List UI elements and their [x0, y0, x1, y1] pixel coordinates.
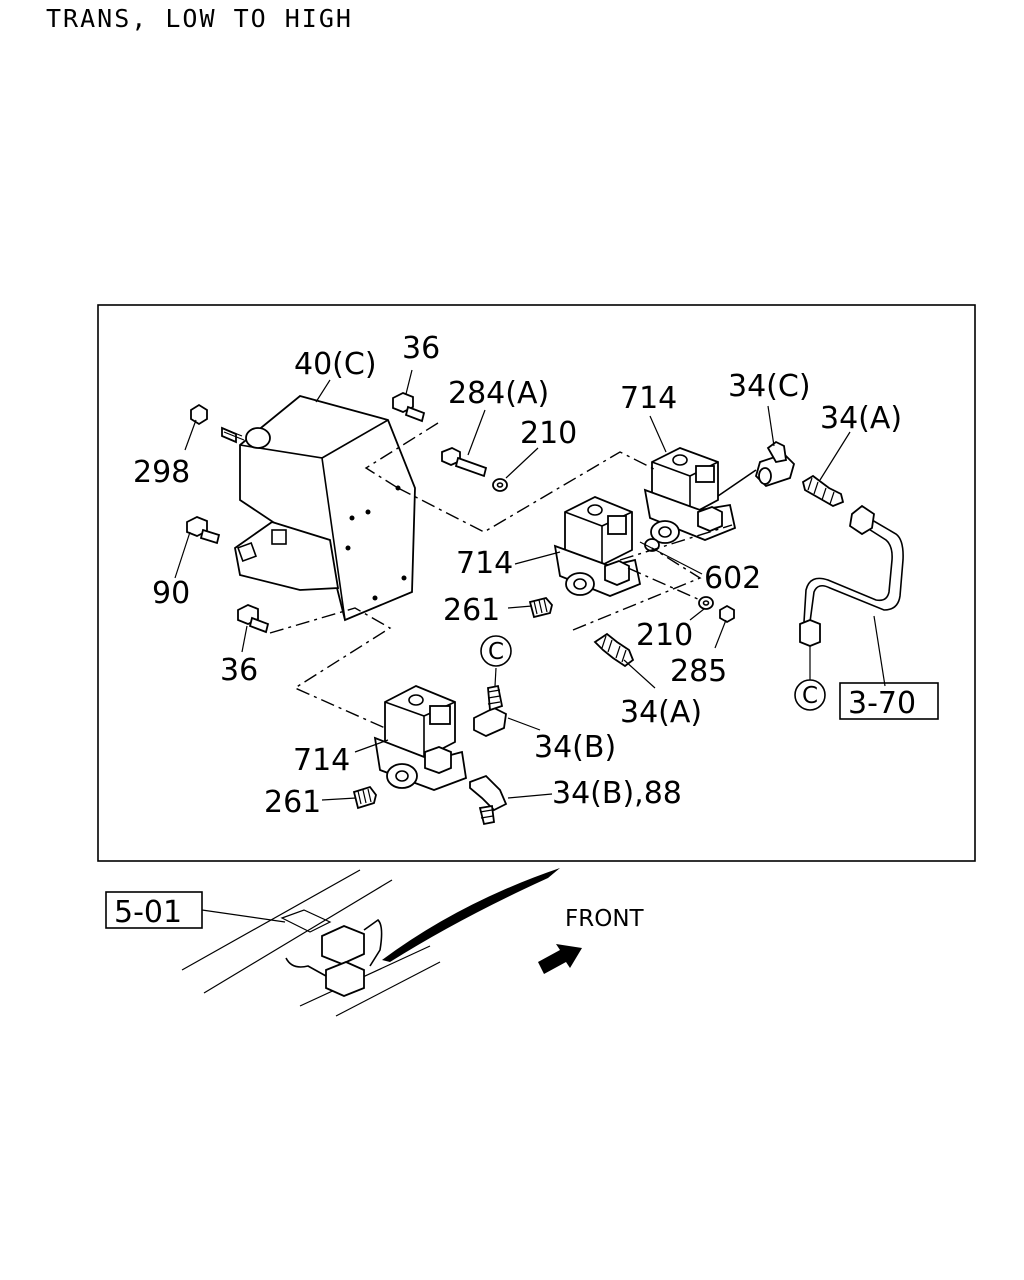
union-34a-mid [593, 632, 635, 668]
svg-text:C: C [488, 639, 504, 665]
circle-ref-c-top: C [480, 635, 512, 667]
callout-36-bottom: 36 [220, 653, 258, 688]
bolt-284a [441, 447, 488, 478]
callout-210-top: 210 [520, 416, 577, 451]
phantom-line-2 [619, 524, 733, 561]
callout-34a-mid: 34(A) [620, 695, 702, 730]
front-label: FRONT [565, 906, 645, 932]
callout-34b: 34(B) [534, 730, 616, 765]
callout-90: 90 [152, 576, 190, 611]
callout-261-mid: 261 [443, 593, 500, 628]
callout-261-bottom: 261 [264, 785, 321, 820]
front-arrow-icon [538, 944, 582, 974]
plug-261-bottom [352, 785, 377, 810]
callout-40c: 40(C) [294, 347, 377, 382]
svg-text:5-01: 5-01 [114, 895, 182, 930]
phantom-line-1 [364, 422, 657, 533]
pipe-3-70 [799, 504, 904, 647]
valve-714-mid [553, 496, 642, 597]
valve-714-top [643, 447, 737, 544]
callout-210-mid: 210 [636, 618, 693, 653]
callout-34b-88: 34(B),88 [552, 776, 682, 811]
bracket-40c [234, 395, 416, 622]
callout-285: 285 [670, 654, 727, 689]
callout-714-bottom: 714 [293, 743, 350, 778]
bolt-90 [186, 516, 221, 545]
connector-line [717, 469, 757, 497]
union-34a-top [801, 474, 845, 507]
reference-box-5-01[interactable]: 5-01 [105, 891, 203, 930]
elbow-34b-lower [469, 774, 508, 826]
callout-714-mid: 714 [456, 546, 513, 581]
frame-rail-locator [181, 868, 560, 1017]
tee-34c [754, 440, 796, 488]
callout-36-top: 36 [402, 331, 440, 366]
callout-602: 602 [704, 561, 761, 596]
diagram-frame [97, 304, 976, 862]
callout-34a-top: 34(A) [820, 401, 902, 436]
ref-box-3-70[interactable]: 3-70 [839, 682, 939, 721]
phantom-line-4 [269, 607, 392, 729]
callout-34c: 34(C) [728, 369, 811, 404]
nut-285 [719, 604, 735, 624]
nut-298 [190, 403, 245, 444]
page-title: TRANS, LOW TO HIGH [46, 4, 353, 33]
svg-text:3-70: 3-70 [848, 686, 916, 721]
callout-714-top: 714 [620, 381, 677, 416]
callout-284a: 284(A) [448, 376, 549, 411]
phantom-line-5 [627, 567, 701, 601]
bolt-36-bottom [237, 604, 270, 634]
plug-261-mid [528, 596, 553, 619]
valve-714-bottom [373, 685, 468, 791]
bolt-36-top [392, 392, 426, 423]
washer-210-mid [698, 596, 714, 610]
washer-210-top [492, 478, 508, 492]
callout-298: 298 [133, 455, 190, 490]
elbow-34b-upper [473, 684, 507, 737]
phantom-line-3 [572, 547, 702, 631]
ref-leader-5-01 [201, 909, 286, 923]
circle-ref-c-right: C [794, 679, 826, 711]
svg-text:C: C [802, 683, 818, 709]
